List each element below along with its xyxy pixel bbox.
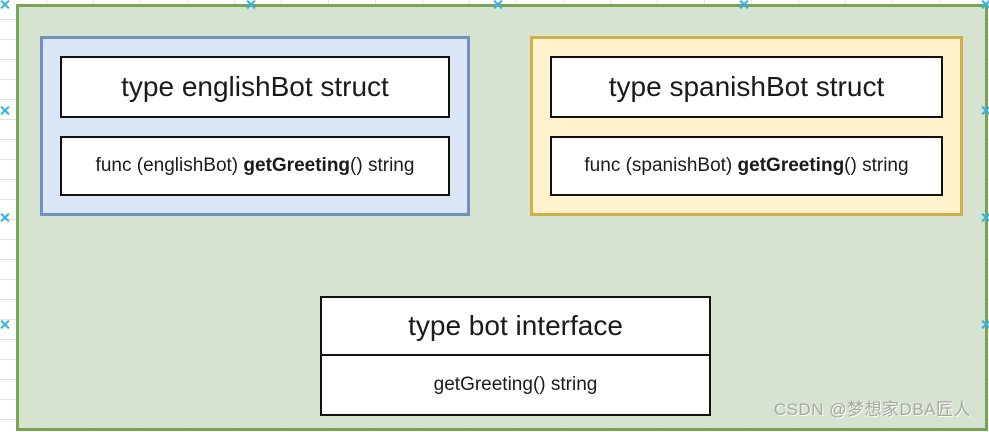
english-bot-struct-title-label: type englishBot struct [121, 71, 389, 102]
selection-handle-icon[interactable] [0, 213, 9, 222]
spanish-bot-method-prefix: func (spanishBot) [584, 155, 738, 176]
bot-interface-method-box[interactable]: getGreeting() string [322, 356, 709, 414]
english-bot-method-label: func (englishBot) getGreeting() string [96, 155, 415, 177]
selection-handle-icon[interactable] [0, 320, 9, 329]
selection-handle-icon[interactable] [0, 106, 9, 115]
selection-handle-icon[interactable] [981, 213, 989, 222]
bot-interface-shape[interactable]: type bot interface getGreeting() string [320, 296, 711, 416]
selection-handle-icon[interactable] [981, 320, 989, 329]
english-bot-method-name: getGreeting [243, 155, 351, 176]
english-bot-struct-title-box[interactable]: type englishBot struct [60, 56, 450, 118]
selection-handle-icon[interactable] [493, 0, 502, 9]
english-bot-method-prefix: func (englishBot) [95, 155, 244, 176]
selection-handle-icon[interactable] [739, 0, 748, 9]
spanish-bot-method-label: func (spanishBot) getGreeting() string [584, 155, 908, 177]
diagram-canvas[interactable]: type englishBot struct func (englishBot)… [16, 4, 988, 431]
english-bot-method-suffix: () string [350, 155, 415, 176]
selection-handle-icon[interactable] [981, 0, 989, 9]
spanish-bot-method-name: getGreeting [737, 155, 845, 176]
watermark: CSDN @梦想家DBA匠人 [773, 400, 971, 419]
spanish-bot-struct-shape[interactable]: type spanishBot struct func (spanishBot)… [530, 36, 963, 216]
spanish-bot-struct-title-box[interactable]: type spanishBot struct [550, 56, 943, 118]
selection-handle-icon[interactable] [981, 106, 989, 115]
selection-handle-icon[interactable] [246, 0, 255, 9]
spanish-bot-struct-title-label: type spanishBot struct [608, 71, 885, 102]
english-bot-method-box[interactable]: func (englishBot) getGreeting() string [60, 136, 450, 196]
selection-handle-icon[interactable] [0, 0, 9, 9]
bot-interface-title-label: type bot interface [408, 310, 623, 341]
english-bot-struct-shape[interactable]: type englishBot struct func (englishBot)… [40, 36, 470, 216]
bot-interface-method-label: getGreeting() string [433, 374, 598, 395]
spanish-bot-method-suffix: () string [844, 155, 909, 176]
spanish-bot-method-box[interactable]: func (spanishBot) getGreeting() string [550, 136, 943, 196]
bot-interface-title-box[interactable]: type bot interface [322, 298, 709, 356]
